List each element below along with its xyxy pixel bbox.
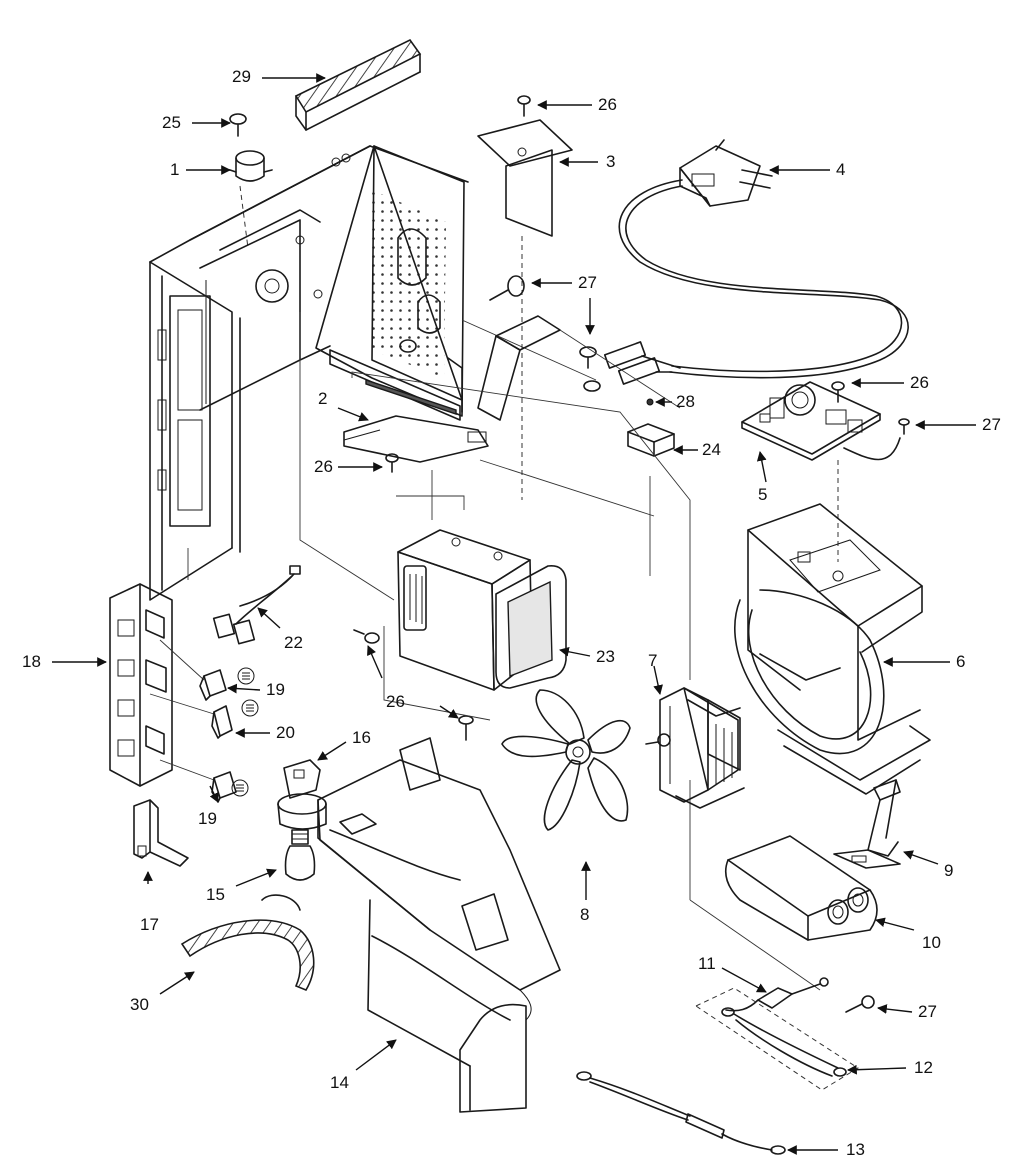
callout-10: 10 xyxy=(922,933,941,952)
callout-8: 8 xyxy=(580,905,590,924)
callout-17: 17 xyxy=(140,915,159,934)
callout-13: 13 xyxy=(846,1140,865,1159)
part-4-power-cord xyxy=(603,139,909,385)
callout-25: 25 xyxy=(162,113,181,132)
leader-lines xyxy=(187,312,821,991)
callout-9: 9 xyxy=(944,861,954,880)
part-9-bracket xyxy=(833,779,901,869)
callout-15: 15 xyxy=(206,885,225,904)
callout-27: 27 xyxy=(982,415,1001,434)
callout-16: 16 xyxy=(352,728,371,747)
callout-27: 27 xyxy=(578,273,597,292)
part-19-microswitch-upper xyxy=(199,667,255,701)
callout-26: 26 xyxy=(386,692,405,711)
callout-23: 23 xyxy=(596,647,615,666)
part-16-lamp-socket xyxy=(277,759,327,830)
part-11-diode xyxy=(725,977,829,1012)
part-2-bracket xyxy=(343,415,489,463)
part-3-waveguide-cover xyxy=(477,119,573,500)
callout-30: 30 xyxy=(130,995,149,1014)
callout-1: 1 xyxy=(170,160,180,179)
callout-2: 2 xyxy=(318,389,328,408)
part-15-lamp-bulb xyxy=(284,829,316,881)
part-5-control-board xyxy=(741,381,910,562)
callout-4: 4 xyxy=(836,160,846,179)
cavity-back-panel xyxy=(315,145,597,421)
callout-22: 22 xyxy=(284,633,303,652)
part-13-wire-harness xyxy=(576,1071,786,1155)
part-8-fan-blade xyxy=(501,689,631,831)
callout-29: 29 xyxy=(232,67,251,86)
part-17-latch-lever xyxy=(133,799,189,867)
part-28-screw xyxy=(646,398,654,406)
callout-11: 11 xyxy=(698,954,716,973)
callout-28: 28 xyxy=(676,392,695,411)
callout-14: 14 xyxy=(330,1073,349,1092)
part-30-door-seal xyxy=(180,894,315,991)
callout-24: 24 xyxy=(702,440,721,459)
callout-5: 5 xyxy=(758,485,768,504)
part-12-fuse-harness xyxy=(694,987,859,1091)
callout-26: 26 xyxy=(314,457,333,476)
part-1-thermal-cutout xyxy=(229,150,273,249)
label-arrows xyxy=(52,73,976,1155)
callout-26: 26 xyxy=(910,373,929,392)
part-29-gasket-strip xyxy=(294,38,422,131)
part-23-magnetron xyxy=(397,529,567,691)
part-27-grommet xyxy=(489,275,525,301)
callout-18: 18 xyxy=(22,652,41,671)
part-18-switch-bracket xyxy=(109,583,215,787)
part-27-screw xyxy=(579,346,601,392)
callout-7: 7 xyxy=(648,651,658,670)
part-26-screw-bracket xyxy=(385,453,399,473)
callout-12: 12 xyxy=(914,1058,933,1077)
callout-27: 27 xyxy=(918,1002,937,1021)
callout-3: 3 xyxy=(606,152,616,171)
part-19-microswitch-lower xyxy=(211,771,249,803)
part-10-capacitor xyxy=(724,835,878,941)
waveguide xyxy=(365,315,681,421)
callout-19: 19 xyxy=(198,809,217,828)
part-22-wire-lead xyxy=(212,565,301,645)
callout-20: 20 xyxy=(276,723,295,742)
part-26-screw-top xyxy=(517,95,531,117)
part-6-fan-shroud xyxy=(734,503,931,795)
part-26-screw-magnetron xyxy=(353,629,380,644)
callout-26: 26 xyxy=(598,95,617,114)
part-7-fan-motor xyxy=(645,687,745,809)
part-20-microswitch-middle xyxy=(211,699,259,739)
part-26-screw-duct xyxy=(458,715,474,741)
part-25-screw xyxy=(229,113,247,137)
part-14-air-duct xyxy=(317,737,561,1113)
part-27-screw-diode xyxy=(845,995,875,1013)
callout-6: 6 xyxy=(956,652,966,671)
callout-19: 19 xyxy=(266,680,285,699)
